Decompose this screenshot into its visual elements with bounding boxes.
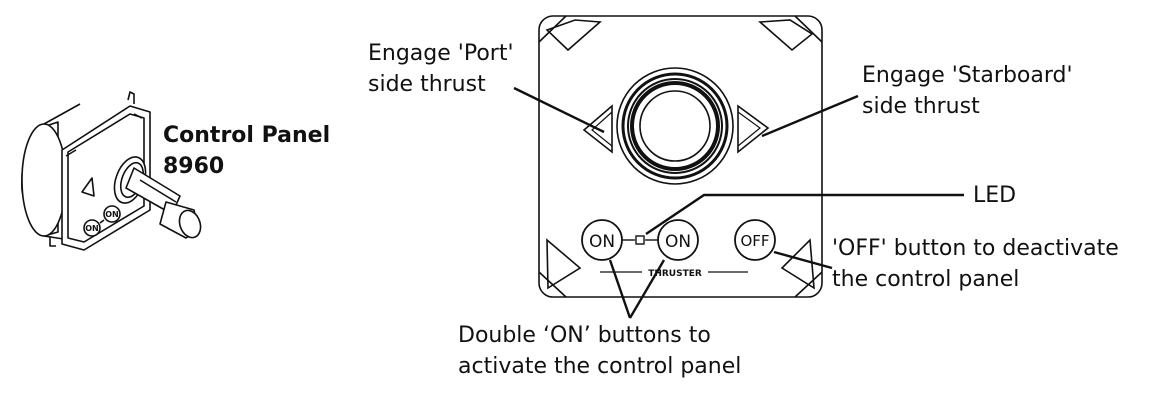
product-title-line-1: Control Panel — [163, 123, 331, 148]
off-callout-line-2: the control panel — [832, 267, 1020, 292]
product-title-line-2: 8960 — [163, 154, 225, 179]
product-title: Control Panel 8960 — [163, 120, 330, 182]
on-button-right-label: ON — [665, 232, 691, 252]
joystick-icon[interactable] — [616, 67, 734, 185]
mini-on-label-2: ON — [105, 210, 119, 219]
starboard-callout-line-1: Engage 'Starboard' — [862, 63, 1073, 88]
double-on-callout-line-2: activate the control panel — [458, 354, 742, 379]
port-callout: Engage 'Port' side thrust — [368, 38, 514, 100]
starboard-callout-line-2: side thrust — [862, 94, 980, 119]
on-button-right[interactable]: ON — [657, 219, 699, 261]
off-callout: 'OFF' button to deactivate the control p… — [832, 233, 1119, 295]
led-callout: LED — [973, 183, 1017, 208]
off-button[interactable]: OFF — [734, 219, 776, 261]
on-button-left-label: ON — [589, 232, 615, 252]
control-panel-3d-illustration — [21, 91, 202, 251]
port-callout-line-1: Engage 'Port' — [368, 41, 514, 66]
off-callout-line-1: 'OFF' button to deactivate — [832, 236, 1119, 261]
starboard-callout: Engage 'Starboard' side thrust — [862, 60, 1073, 122]
led-indicator — [622, 235, 658, 245]
double-on-callout-line-1: Double ‘ON’ buttons to — [458, 323, 711, 348]
off-button-label: OFF — [740, 232, 769, 250]
on-button-left[interactable]: ON — [581, 219, 623, 261]
double-on-callout: Double ‘ON’ buttons to activate the cont… — [458, 320, 741, 382]
port-callout-line-2: side thrust — [368, 72, 486, 97]
mini-on-label-1: ON — [85, 224, 99, 233]
callout-leader-lines — [513, 86, 964, 319]
brand-label: THRUSTER — [648, 269, 702, 279]
